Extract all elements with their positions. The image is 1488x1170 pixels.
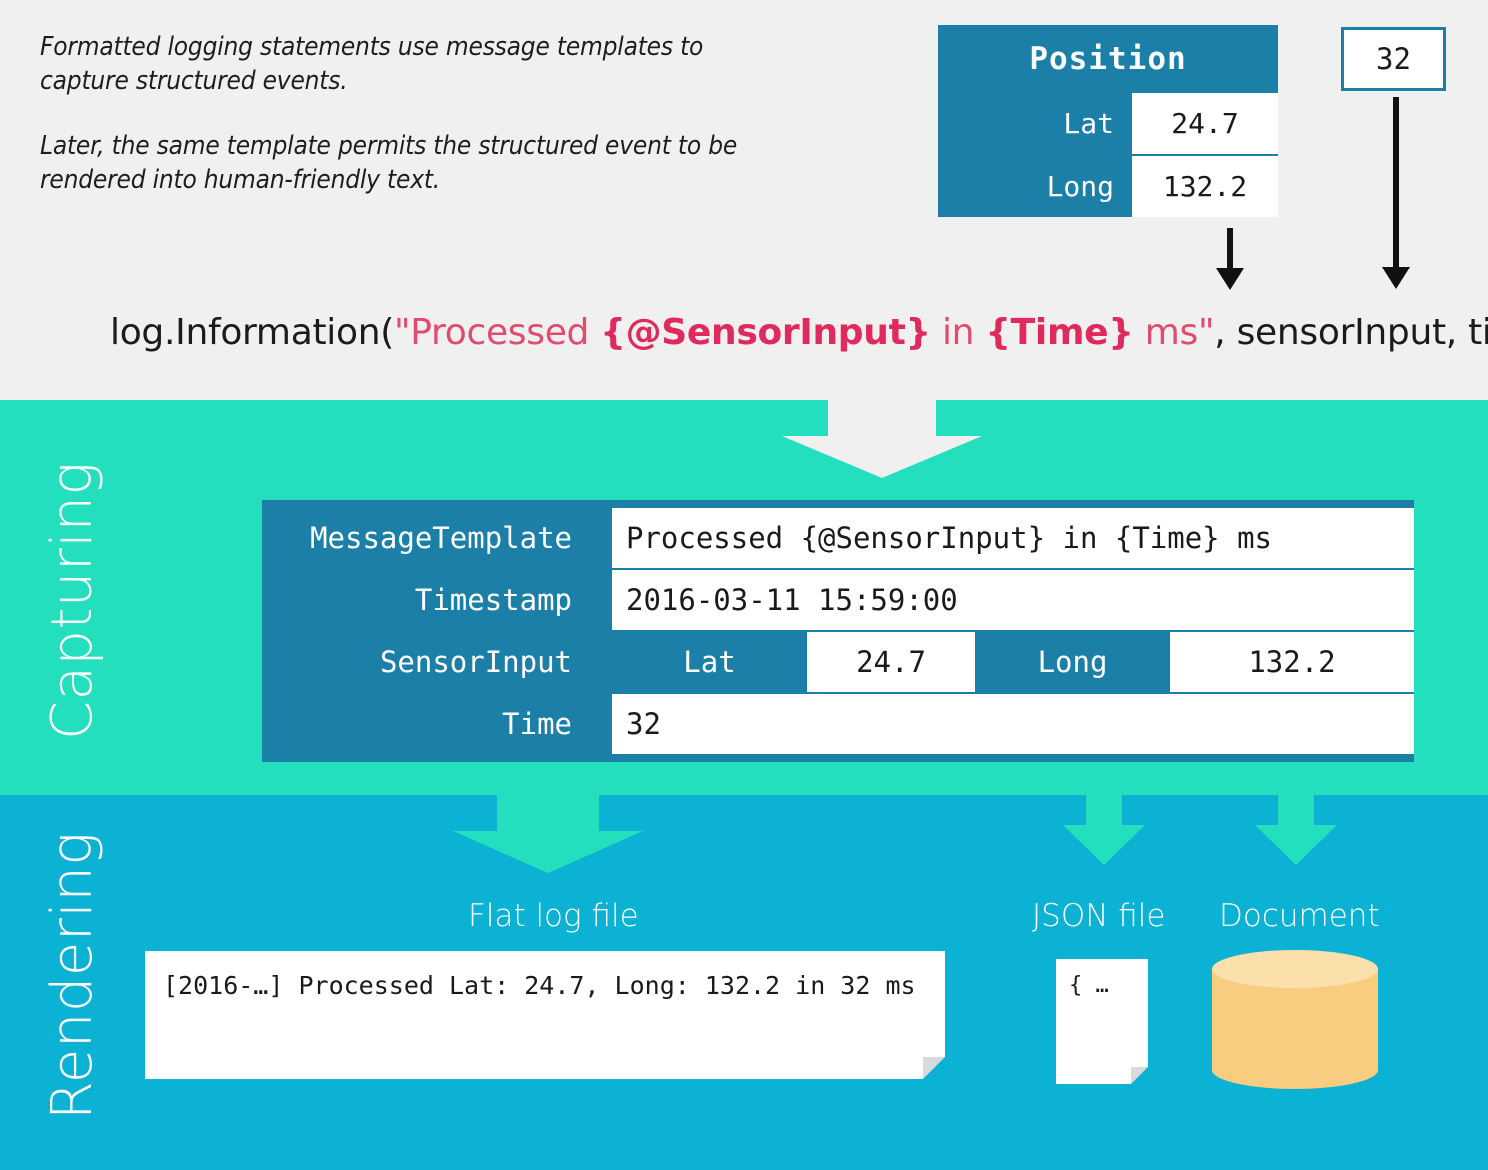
chevron-down-icon-to-json-file (1063, 795, 1145, 865)
chevron-down-icon-to-document (1255, 795, 1337, 865)
code-statement: log.Information("Processed {@SensorInput… (110, 312, 1488, 353)
band-label-rendering: Rendering (40, 831, 105, 1120)
code-token-sensorinput: {@SensorInput} (600, 312, 931, 353)
event-row-time: Time 32 (262, 694, 1414, 754)
arrow-down-icon-time-to-code (1366, 97, 1426, 289)
sensorinput-value-lat: 24.7 (807, 632, 975, 692)
intro-text: Formatted logging statements use message… (40, 30, 740, 197)
sensorinput-key-lat: Lat (683, 645, 736, 679)
event-key-time: Time (502, 707, 572, 741)
event-key-sensorinput: SensorInput (379, 645, 572, 679)
database-cylinder-icon (1212, 950, 1378, 1089)
event-value-sensorinput: Lat 24.7 Long 132.2 (612, 632, 1414, 692)
event-row-sensorinput: SensorInput Lat 24.7 Long 132.2 (262, 632, 1414, 692)
flat-log-file-content: [2016-…] Processed Lat: 24.7, Long: 132.… (163, 971, 916, 1000)
code-quote-open: " (393, 312, 411, 353)
page-fold-icon-json (1131, 1067, 1148, 1084)
code-quote-close: " (1198, 312, 1215, 353)
event-value-time: 32 (612, 694, 1414, 754)
position-row-lat: Lat 24.7 (938, 93, 1278, 154)
code-prefix: log.Information( (110, 312, 394, 353)
code-literal-2: in (930, 312, 986, 353)
position-table-title: Position (1029, 41, 1187, 77)
sensorinput-key-long: Long (1037, 645, 1108, 679)
chevron-down-icon-to-flat-log (453, 795, 643, 873)
arrow-down-icon-position-to-code (1200, 228, 1260, 290)
position-value-long: 132.2 (1132, 156, 1278, 217)
json-file-label: JSON file (1032, 898, 1166, 934)
page-fold-icon-flat-log (923, 1057, 945, 1079)
code-literal-1: Processed (410, 312, 601, 353)
flat-log-file-card: [2016-…] Processed Lat: 24.7, Long: 132.… (145, 951, 945, 1079)
flat-log-file-label: Flat log file (468, 898, 639, 934)
event-key-timestamp: Timestamp (414, 583, 572, 617)
event-key-messagetemplate: MessageTemplate (310, 521, 572, 555)
position-key-lat: Lat (1063, 107, 1114, 140)
intro-paragraph-2: Later, the same template permits the str… (40, 130, 738, 195)
cylinder-top (1212, 950, 1378, 988)
event-value-timestamp: 2016-03-11 15:59:00 (612, 570, 1414, 630)
event-row-timestamp: Timestamp 2016-03-11 15:59:00 (262, 570, 1414, 630)
document-label: Document (1219, 898, 1380, 934)
position-row-long: Long 132.2 (938, 156, 1278, 217)
code-token-time: {Time} (985, 312, 1134, 353)
sensorinput-value-long: 132.2 (1170, 632, 1414, 692)
json-file-card: { … (1056, 959, 1148, 1084)
time-value-box: 32 (1341, 27, 1446, 91)
event-row-messagetemplate: MessageTemplate Processed {@SensorInput}… (262, 508, 1414, 568)
captured-event-table: MessageTemplate Processed {@SensorInput}… (262, 500, 1414, 762)
position-table: Position Lat 24.7 Long 132.2 (938, 25, 1278, 217)
json-file-content: { … (1069, 973, 1109, 998)
position-key-long: Long (1046, 170, 1114, 203)
code-literal-3: ms (1133, 312, 1199, 353)
intro-paragraph-1: Formatted logging statements use message… (40, 32, 704, 97)
chevron-down-icon-to-capturing (782, 400, 982, 478)
band-label-capturing: Capturing (40, 461, 105, 740)
event-value-messagetemplate: Processed {@SensorInput} in {Time} ms (612, 508, 1414, 568)
code-suffix: , sensorInput, time) (1214, 312, 1488, 353)
position-value-lat: 24.7 (1132, 93, 1278, 154)
